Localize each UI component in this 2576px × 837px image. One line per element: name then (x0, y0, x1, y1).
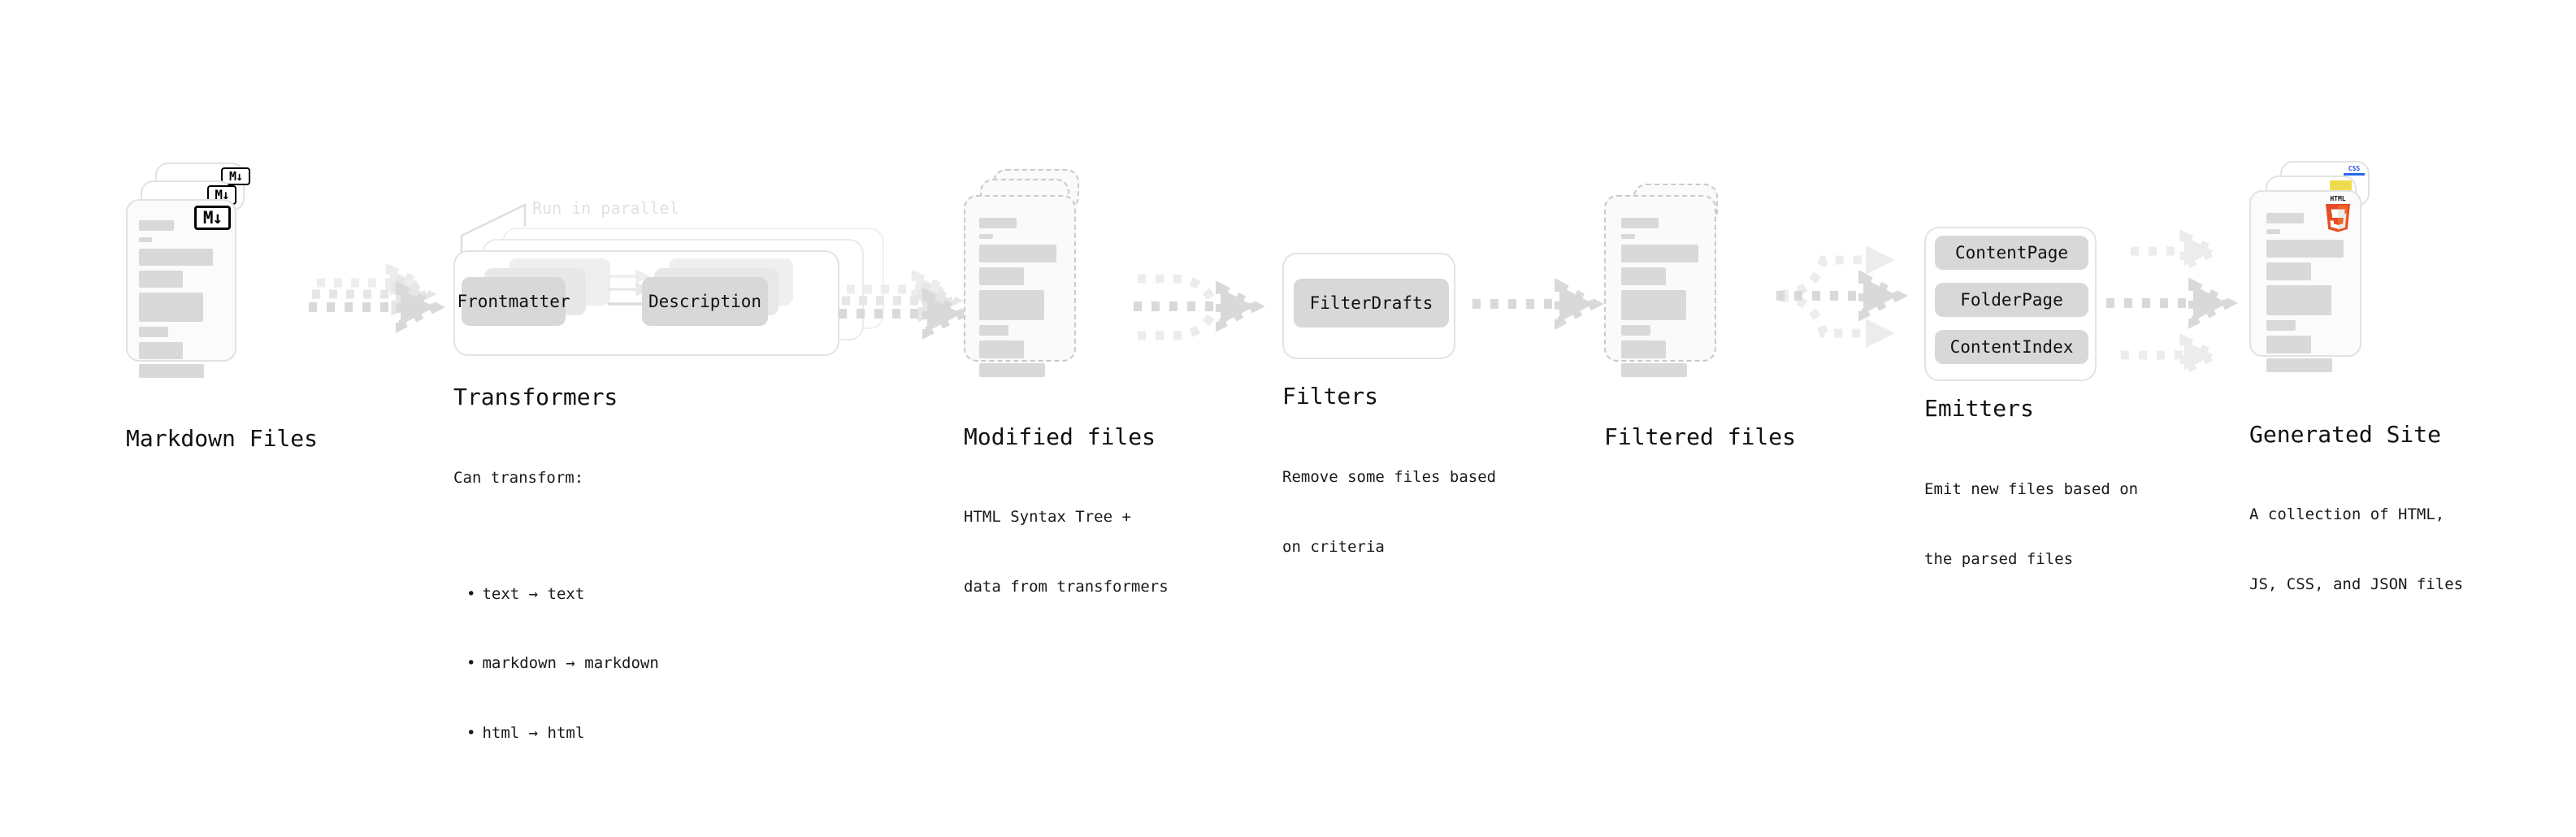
placeholder-line (1621, 245, 1698, 262)
emitter-chip-label: ContentPage (1954, 243, 2069, 262)
transformers-bullet: text → text (466, 583, 659, 606)
placeholder-line (139, 327, 168, 337)
markdown-badge-letter: M (228, 168, 236, 184)
placeholder-line (139, 293, 203, 322)
filter-chip-filterdrafts[interactable]: FilterDrafts (1294, 279, 1449, 327)
stage-title-filtered-files: Filtered files (1604, 423, 1797, 450)
placeholder-line (979, 218, 1017, 228)
emitter-chip-contentindex[interactable]: ContentIndex (1935, 330, 2088, 364)
placeholder-line (2266, 358, 2332, 372)
arrow-emitters-to-generated-site (2106, 229, 2238, 377)
filters-description-line: Remove some files based (1282, 468, 1497, 486)
generated-site-description-line: JS, CSS, and JSON files (2249, 575, 2464, 593)
emitters-description-line: the parsed files (1924, 549, 2074, 568)
transformer-chip-label: Description (648, 292, 762, 311)
placeholder-line (139, 220, 174, 231)
placeholder-line (2266, 336, 2311, 353)
stage-title-generated-site: Generated Site (2249, 421, 2442, 448)
placeholder-line (139, 342, 183, 359)
placeholder-line (2266, 285, 2331, 315)
arrow-filtered-files-to-emitters (1776, 245, 1908, 348)
modified-file-card-front (964, 195, 1076, 377)
html5-badge: HTML (2326, 195, 2350, 232)
arrow-markdown-to-transformers (309, 262, 445, 333)
pipeline-diagram: M↓ M↓ M↓ Markdown Files (0, 0, 2576, 681)
emitter-chip-label: FolderPage (1960, 290, 2063, 310)
placeholder-line (1621, 234, 1635, 239)
placeholder-line (979, 245, 1056, 262)
placeholder-line (2266, 229, 2280, 234)
markdown-badge-front: M↓ (194, 206, 231, 230)
placeholder-line (139, 364, 204, 378)
placeholder-line (2266, 320, 2296, 331)
markdown-badge-arrow: ↓ (222, 187, 230, 202)
transformers-description-heading: Can transform: (453, 469, 584, 487)
modified-files-description-line: HTML Syntax Tree + (964, 508, 1131, 526)
placeholder-line (2266, 213, 2304, 223)
stage-title-transformers: Transformers (453, 384, 618, 410)
filter-chip-label: FilterDrafts (1309, 293, 1433, 313)
filters-description: Remove some files based on criteria (1282, 419, 1496, 605)
placeholder-line (2266, 240, 2344, 258)
placeholder-line (1621, 340, 1666, 358)
emitters-description: Emit new files based on the parsed files (1924, 432, 2138, 617)
markdown-badge-letter: M (215, 187, 223, 202)
transformers-description: Can transform: text → text markdown → ma… (453, 420, 659, 837)
run-in-parallel-note: Run in parallel (532, 198, 679, 218)
placeholder-line (979, 234, 993, 239)
arrow-modified-files-to-filters (1134, 274, 1265, 340)
arrow-filters-to-filtered-files (1472, 278, 1604, 330)
stage-title-emitters: Emitters (1924, 395, 2034, 422)
placeholder-line (979, 325, 1008, 336)
modified-files-description-line: data from transformers (964, 577, 1169, 596)
placeholder-line (979, 290, 1044, 320)
markdown-badge-arrow: ↓ (236, 168, 243, 184)
run-in-parallel-bracket (460, 203, 527, 257)
placeholder-line (979, 363, 1045, 377)
transformer-chip-description[interactable]: Description (642, 277, 768, 326)
emitters-description-line: Emit new files based on (1924, 480, 2139, 498)
generated-site-description-line: A collection of HTML, (2249, 505, 2445, 523)
emitter-chip-contentpage[interactable]: ContentPage (1935, 236, 2088, 270)
placeholder-line (1621, 290, 1686, 320)
filters-description-line: on criteria (1282, 537, 1385, 556)
stage-title-modified-files: Modified files (964, 423, 1156, 450)
js-badge (2330, 180, 2352, 192)
transformers-bullet: html → html (466, 722, 659, 745)
transformer-chip-label: Frontmatter (457, 292, 570, 311)
markdown-badge-back-2: M↓ (221, 167, 250, 185)
transformers-bullet: markdown → markdown (466, 652, 658, 675)
placeholder-line (139, 249, 213, 266)
emitter-chip-folderpage[interactable]: FolderPage (1935, 283, 2088, 317)
css-badge-label: CSS (2348, 165, 2361, 172)
arrow-transformers-to-modified-files (839, 269, 972, 340)
css-badge-bar (2344, 173, 2365, 176)
placeholder-line (1621, 267, 1666, 285)
markdown-badge-letter: M (202, 207, 214, 228)
stage-title-filters: Filters (1282, 383, 1379, 410)
placeholder-line (979, 267, 1024, 285)
modified-files-description: HTML Syntax Tree + data from transformer… (964, 459, 1169, 644)
transformer-chip-frontmatter[interactable]: Frontmatter (457, 277, 570, 326)
transformers-bullet-list: text → text markdown → markdown html → h… (453, 536, 659, 791)
placeholder-line (1621, 363, 1687, 377)
placeholder-line (139, 237, 152, 242)
markdown-badge-arrow: ↓ (212, 207, 223, 228)
emitter-chip-label: ContentIndex (1949, 337, 2074, 357)
svg-text:HTML: HTML (2330, 195, 2345, 202)
placeholder-line (2266, 262, 2311, 280)
placeholder-line (1621, 218, 1659, 228)
generated-site-description: A collection of HTML, JS, CSS, and JSON … (2249, 457, 2463, 642)
placeholder-line (139, 271, 183, 288)
filtered-file-card-front (1604, 195, 1716, 377)
stage-title-markdown-files: Markdown Files (126, 425, 319, 452)
placeholder-line (1621, 325, 1650, 336)
placeholder-line (979, 340, 1024, 358)
css-badge: CSS (2344, 166, 2365, 176)
